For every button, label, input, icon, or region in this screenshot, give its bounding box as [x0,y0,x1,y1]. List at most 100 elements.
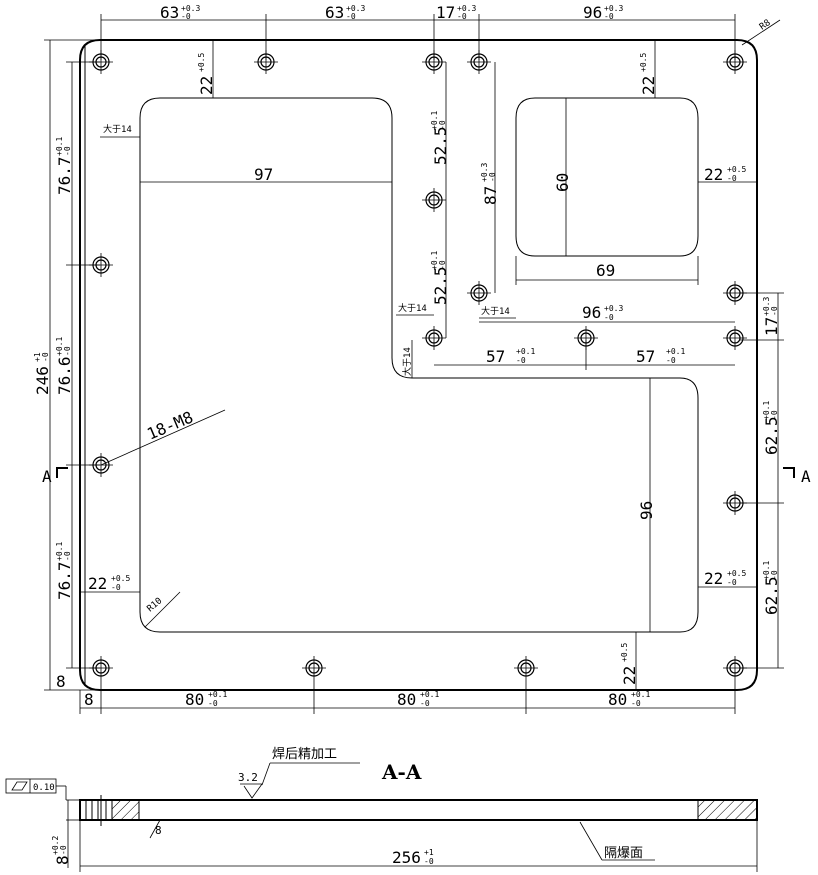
svg-text:-0: -0 [208,699,218,708]
svg-text:+0.1: +0.1 [55,137,64,156]
hole-m8 [723,326,747,350]
svg-text:+0.5: +0.5 [727,165,746,174]
hole-m8 [422,326,446,350]
svg-text:-0: -0 [111,583,121,592]
svg-text:大于14: 大于14 [481,305,510,317]
svg-text:+0.5: +0.5 [727,569,746,578]
hole-m8 [467,281,491,305]
svg-text:22: 22 [639,76,658,95]
section-title: A-A [381,760,422,784]
svg-text:22: 22 [197,76,216,95]
holes-callout: 18-M8 [144,407,196,443]
svg-text:-0: -0 [420,699,430,708]
svg-text:+0.3: +0.3 [457,4,476,13]
svg-text:87: 87 [481,186,500,205]
svg-text:+0.1: +0.1 [762,561,771,580]
svg-text:76.6: 76.6 [55,356,74,395]
svg-text:-0: -0 [770,410,779,420]
svg-text:57: 57 [486,347,505,366]
svg-text:22: 22 [704,569,723,588]
svg-text:-0: -0 [63,551,72,561]
svg-text:+0.1: +0.1 [55,542,64,561]
svg-text:大于14: 大于14 [401,347,413,376]
svg-text:+0.3: +0.3 [762,297,771,316]
svg-text:22: 22 [620,666,639,685]
svg-text:大于14: 大于14 [103,123,132,135]
svg-text:62.5: 62.5 [762,416,781,455]
weld-note: 焊后精加工 [272,746,337,762]
left-dimensions: 246 +1 -0 76.7 +0.1 -0 76.6 +0.1 -0 76.7… [33,39,100,691]
svg-text:96: 96 [582,303,601,322]
svg-text:A: A [42,467,52,486]
section-view: A-A 焊后精加工 3.2 0.10 8 +0.2 -0 8 256 +1 -0 [5,746,758,872]
total-height-dim: 246 [33,366,52,395]
top-dim-2: 63 [325,3,344,22]
svg-text:+0.3: +0.3 [604,4,623,13]
dim-97: 97 [254,165,273,184]
svg-text:+0.3: +0.3 [604,304,623,313]
svg-text:+0.1: +0.1 [55,337,64,356]
svg-text:-0: -0 [604,313,614,322]
hole-m8 [422,188,446,212]
flameproof-face-label: 隔爆面 [604,846,643,861]
svg-text:62.5: 62.5 [762,576,781,615]
svg-text:-0: -0 [181,12,191,21]
svg-text:8: 8 [53,855,72,865]
svg-text:17: 17 [762,317,781,336]
hole-m8 [302,656,326,680]
svg-text:+0.5: +0.5 [197,53,206,72]
svg-text:-0: -0 [516,356,526,365]
svg-text:80: 80 [185,690,204,709]
svg-text:-0: -0 [438,260,447,270]
svg-text:+0.3: +0.3 [346,4,365,13]
svg-text:76.7: 76.7 [55,156,74,195]
svg-text:+0.3: +0.3 [181,4,200,13]
hole-m8 [514,656,538,680]
svg-text:+1: +1 [33,352,42,362]
plate-outline [79,39,758,691]
svg-text:8: 8 [155,824,162,837]
margin-dimensions: 22 +0.5 22 +0.5 22 +0.5 -0 22 +0.5 -0 22… [80,40,757,690]
svg-text:+0.1: +0.1 [516,347,535,356]
svg-text:80: 80 [397,690,416,709]
large-opening [139,97,699,633]
svg-text:+0.1: +0.1 [762,401,771,420]
svg-text:76.7: 76.7 [55,561,74,600]
svg-text:-0: -0 [457,12,467,21]
roughness-value: 3.2 [238,771,258,784]
svg-text:+0.1: +0.1 [631,690,650,699]
svg-text:8: 8 [84,690,94,709]
svg-text:57: 57 [636,347,655,366]
section-outline [79,799,758,821]
inner-dimensions: 97 96 69 60 52.5 +0.1 -0 52.5 +0.1 -0 87… [100,62,784,669]
hole-m8 [723,50,747,74]
svg-text:52.5: 52.5 [431,126,450,165]
svg-text:22: 22 [704,165,723,184]
svg-text:A: A [801,467,811,486]
svg-text:-0: -0 [604,12,614,21]
svg-text:+0.5: +0.5 [639,53,648,72]
svg-text:+0.1: +0.1 [430,111,439,130]
svg-text:+1: +1 [424,848,434,857]
svg-text:22: 22 [88,574,107,593]
top-dim-4: 96 [583,3,602,22]
dim-69: 69 [596,261,615,280]
svg-text:-0: -0 [346,12,356,21]
flatness-value: 0.10 [33,783,55,793]
svg-text:-0: -0 [41,352,50,362]
svg-text:-0: -0 [424,857,434,866]
svg-text:-0: -0 [727,174,737,183]
svg-text:+0.5: +0.5 [111,574,130,583]
top-dim-1: 63 [160,3,179,22]
corner-radius-label: R8 [758,18,773,32]
svg-text:-0: -0 [63,146,72,156]
svg-text:52.5: 52.5 [431,266,450,305]
svg-text:80: 80 [608,690,627,709]
svg-text:-0: -0 [770,306,779,316]
svg-text:-0: -0 [666,356,676,365]
svg-text:-0: -0 [770,570,779,580]
dim-60: 60 [553,173,572,192]
svg-text:+0.1: +0.1 [430,251,439,270]
top-dimensions: 63 +0.3 -0 63 +0.3 -0 17 +0.3 -0 96 +0.3… [100,3,781,60]
